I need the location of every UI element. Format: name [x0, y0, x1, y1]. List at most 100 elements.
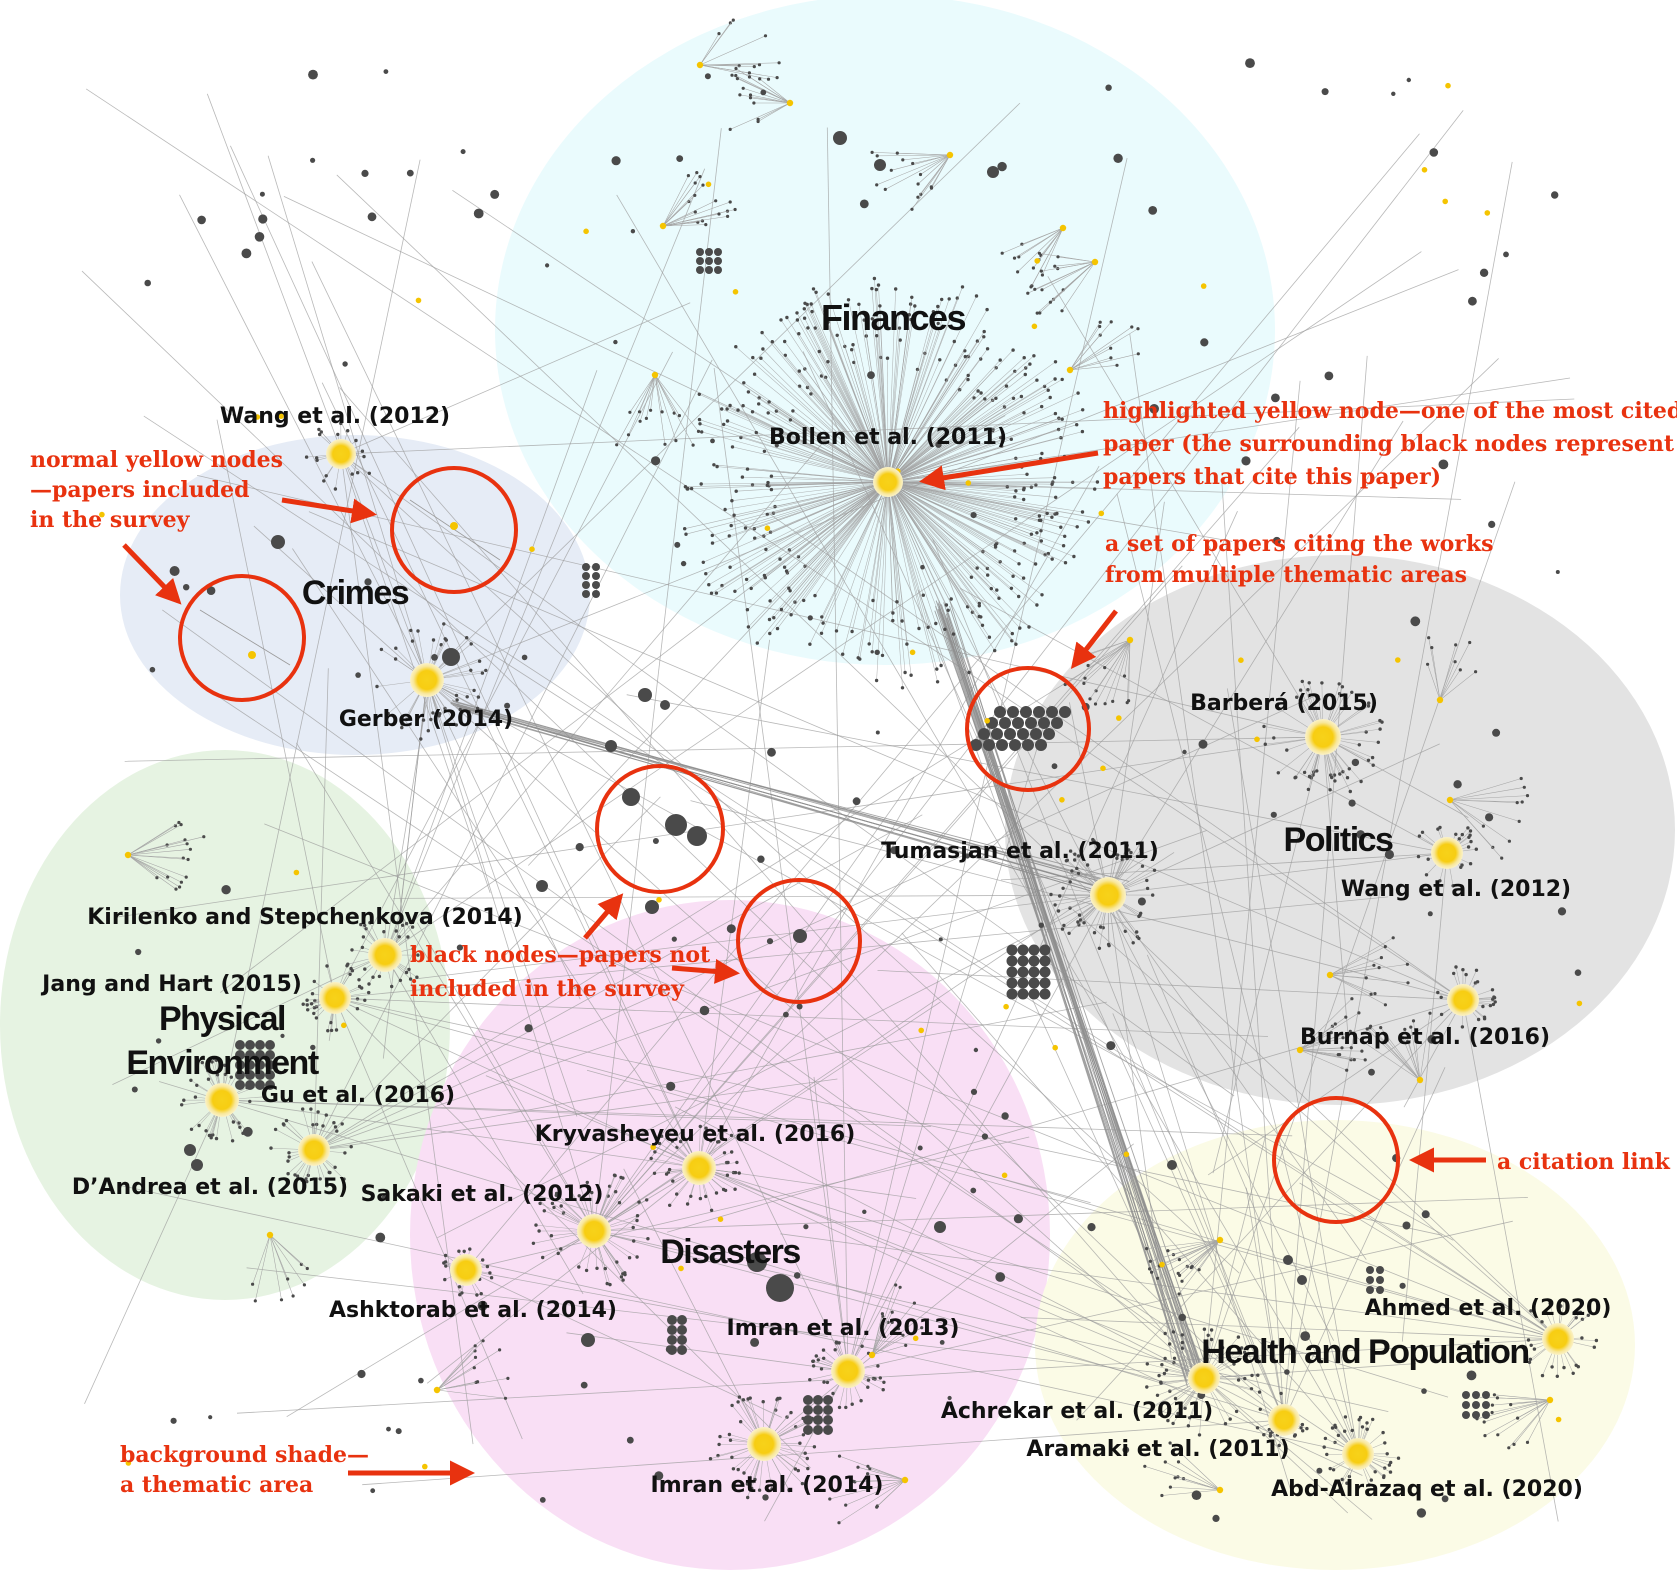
citing-paper-node: [808, 1378, 812, 1382]
citation-edge: [416, 922, 595, 1232]
citing-paper-node: [734, 489, 738, 493]
citing-paper-node: [1344, 1015, 1348, 1019]
fan-edge: [876, 335, 889, 483]
citing-paper-node: [1544, 1311, 1549, 1315]
citing-paper-node: [695, 171, 699, 175]
fan-edge: [269, 1234, 288, 1280]
fan-edge: [436, 1367, 475, 1391]
fan-edge: [742, 476, 889, 483]
citing-paper-node: [631, 1225, 635, 1230]
citing-paper-node: [538, 1201, 542, 1206]
citing-paper-node: [1242, 1350, 1247, 1355]
excluded-paper-node: [581, 1333, 595, 1347]
fan-edge: [127, 836, 204, 856]
citing-paper-node: [350, 948, 354, 952]
citing-paper-node: [405, 717, 409, 722]
excluded-paper-node: [1270, 811, 1277, 818]
citing-paper-node: [752, 101, 756, 105]
fan-edge: [127, 854, 187, 878]
citing-paper-node: [1073, 858, 1077, 862]
fan-edge: [757, 102, 791, 122]
citing-paper-node: [398, 978, 403, 983]
citing-paper-node: [1039, 456, 1043, 461]
citing-paper-node: [760, 330, 764, 335]
citing-paper-node: [1059, 525, 1063, 529]
fan-edge: [1299, 1049, 1339, 1055]
citing-paper-node: [701, 560, 705, 564]
citing-paper-node: [1348, 789, 1353, 794]
citing-paper-node: [856, 656, 860, 660]
excluded-paper-node: [370, 1488, 376, 1494]
citing-paper-node: [802, 316, 807, 320]
citing-paper-node: [379, 647, 384, 652]
fan-edge: [1449, 795, 1528, 801]
citing-paper-node: [728, 1438, 733, 1443]
citing-paper-node: [916, 195, 920, 199]
citing-paper-node: [757, 1488, 762, 1492]
citing-paper-node: [1115, 363, 1119, 367]
fan-edge: [1329, 957, 1382, 976]
citing-paper-node: [1363, 1058, 1367, 1062]
citing-paper-node: [318, 432, 322, 437]
fan-edge: [781, 481, 889, 610]
citing-paper-node: [325, 1184, 329, 1188]
citing-paper-node: [1033, 562, 1038, 566]
citing-paper-node: [966, 377, 970, 382]
citing-paper-node: [901, 1333, 905, 1337]
included-paper-node: [1098, 510, 1105, 517]
citing-paper-node: [1019, 394, 1024, 399]
citing-paper-node: [982, 335, 986, 339]
citing-paper-node: [1037, 518, 1042, 522]
citation-edge: [426, 1167, 700, 1384]
citing-paper-node: [890, 1310, 894, 1314]
fan-edge: [822, 481, 889, 624]
included-paper-node: [1116, 715, 1122, 721]
citing-paper-node: [1269, 1431, 1273, 1436]
citing-paper-node: [852, 360, 856, 365]
multi-area-citer-node: [1017, 988, 1029, 1000]
citing-paper-node: [1460, 832, 1465, 837]
citing-paper-node: [549, 1234, 554, 1238]
citing-paper-node: [362, 454, 366, 459]
fan-edge: [703, 481, 889, 563]
fan-edge: [804, 308, 889, 483]
citing-paper-node: [1532, 1347, 1537, 1351]
citing-paper-node: [587, 1186, 591, 1191]
citing-paper-node: [905, 642, 909, 646]
citing-paper-node: [1387, 1463, 1392, 1467]
fan-edge: [887, 378, 1056, 483]
citing-paper-node: [910, 295, 914, 299]
fan-edge: [876, 481, 889, 681]
citing-paper-node: [1267, 1427, 1272, 1432]
citing-paper-node: [1130, 325, 1134, 329]
excluded-paper-node: [1438, 459, 1449, 470]
citation-edge: [1203, 1377, 1349, 1514]
citing-paper-node: [1276, 771, 1281, 775]
multi-area-citer-node: [823, 1415, 833, 1425]
fan-edge: [872, 318, 889, 483]
citing-paper-node: [646, 1237, 650, 1241]
citing-paper-node: [531, 1241, 536, 1246]
excluded-paper-node: [1212, 1514, 1220, 1522]
fan-edge: [654, 374, 666, 445]
citing-paper-node: [468, 1247, 472, 1251]
citing-paper-node: [1258, 1407, 1263, 1412]
most-cited-paper-node: [1342, 1438, 1374, 1470]
citing-paper-node: [720, 407, 724, 411]
multi-area-citer-node: [235, 1080, 245, 1090]
citing-paper-node: [671, 1179, 675, 1183]
citing-paper-node: [1256, 1373, 1260, 1377]
citing-paper-node: [730, 1150, 734, 1154]
excluded-paper-node: [859, 199, 869, 209]
citing-paper-node: [1055, 511, 1059, 516]
fan-edge: [269, 1234, 282, 1300]
citing-paper-node: [1411, 1019, 1416, 1023]
excluded-paper-node: [796, 1003, 803, 1010]
excluded-paper-node: [545, 263, 550, 268]
citing-paper-node: [1022, 411, 1026, 415]
citing-paper-node: [1080, 429, 1085, 434]
excluded-paper-node: [1241, 456, 1251, 466]
citing-paper-node: [614, 1190, 618, 1194]
citing-paper-node: [866, 1464, 870, 1468]
fan-edge: [662, 175, 689, 227]
